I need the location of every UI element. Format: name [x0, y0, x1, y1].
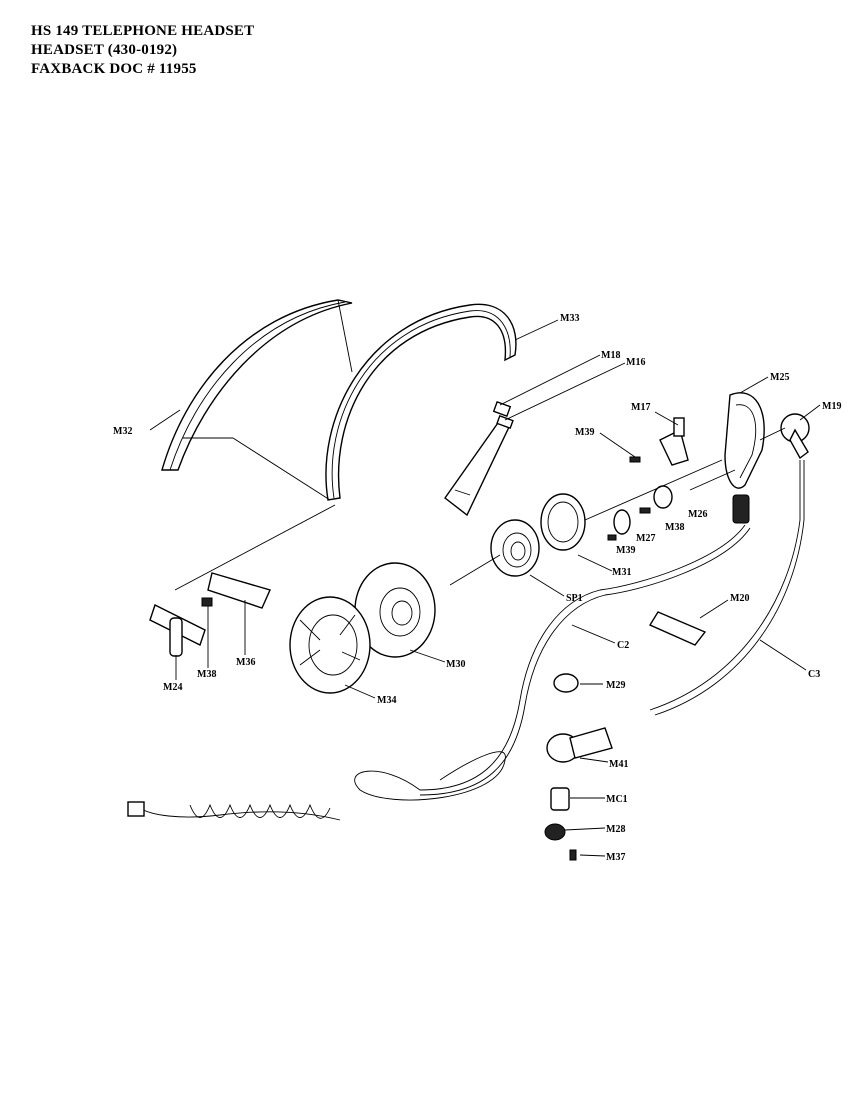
- mic-cover-m29: [553, 673, 579, 693]
- label-m30: M30: [446, 659, 465, 670]
- label-m39-lower: M39: [616, 545, 635, 556]
- disc-m31: [540, 493, 586, 551]
- label-m19: M19: [822, 401, 841, 412]
- bushing-m26: [653, 485, 673, 509]
- label-m41: M41: [609, 759, 628, 770]
- label-m25: M25: [770, 372, 789, 383]
- cord-set: [127, 460, 805, 821]
- screw-m38-lower: [201, 597, 213, 607]
- headband-m32: [161, 299, 353, 471]
- housing-m25: [724, 392, 765, 524]
- mic-capsule-mc1: [550, 787, 570, 811]
- pad-m36: [207, 572, 271, 609]
- ear-cushion-m34: [289, 596, 371, 694]
- label-m29: M29: [606, 680, 625, 691]
- headband-m33: [325, 303, 517, 501]
- speaker-sp1: [490, 519, 540, 577]
- label-m32: M32: [113, 426, 132, 437]
- label-mc1: MC1: [606, 794, 628, 805]
- label-m39-upper: M39: [575, 427, 594, 438]
- label-m37: M37: [606, 852, 625, 863]
- washer-m27: [613, 509, 631, 535]
- label-m28: M28: [606, 824, 625, 835]
- label-m20: M20: [730, 593, 749, 604]
- label-m34: M34: [377, 695, 396, 706]
- clip-m24: [149, 604, 206, 657]
- label-m38-lower: M38: [197, 669, 216, 680]
- label-m24: M24: [163, 682, 182, 693]
- mic-base-m28: [544, 823, 566, 841]
- label-m31: M31: [612, 567, 631, 578]
- knob-m19: [780, 413, 810, 460]
- leader-lines: [149, 319, 821, 857]
- clip-m20: [648, 611, 707, 646]
- label-m38-upper: M38: [665, 522, 684, 533]
- screw-m39-lower: [607, 534, 617, 541]
- label-m33: M33: [560, 313, 579, 324]
- document-header: HS 149 TELEPHONE HEADSET HEADSET (430-01…: [31, 22, 254, 79]
- label-m16: M16: [626, 357, 645, 368]
- label-c3: C3: [808, 669, 820, 680]
- title-line: HS 149 TELEPHONE HEADSET: [31, 23, 255, 39]
- screw-m37: [569, 849, 577, 861]
- model-line: HEADSET (430-0192): [31, 42, 178, 58]
- label-m27: M27: [636, 533, 655, 544]
- screw-m39-upper: [629, 456, 641, 463]
- slider-arm-m16: [444, 401, 514, 517]
- label-sp1: SP1: [566, 593, 583, 604]
- label-m17: M17: [631, 402, 650, 413]
- clip-m17: [659, 417, 689, 466]
- label-c2: C2: [617, 640, 629, 651]
- mic-arm-m41: [546, 727, 613, 763]
- screw-m38-upper: [639, 507, 651, 514]
- label-m18: M18: [601, 350, 620, 361]
- doc-number-line: FAXBACK DOC # 11955: [31, 61, 197, 77]
- label-m26: M26: [688, 509, 707, 520]
- label-m36: M36: [236, 657, 255, 668]
